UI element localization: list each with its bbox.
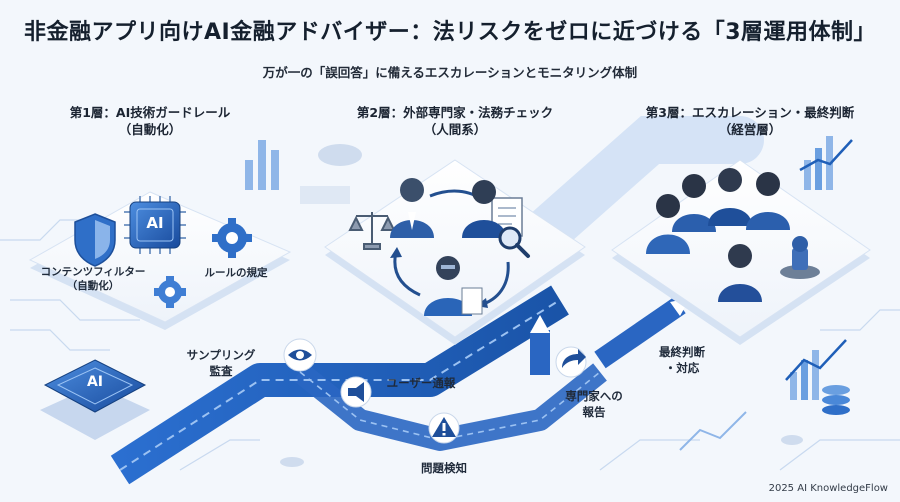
page-subtitle: 万が一の「誤回答」に備えるエスカレーションとモニタリング体制 (262, 65, 638, 80)
layer1-ai-chip-label: AI (146, 214, 164, 232)
circuit-lines (0, 219, 900, 471)
megaphone-icon (340, 376, 372, 408)
layer3-title: 第3層：エスカレーション・最終判断 （経営層） (610, 104, 890, 138)
warning-icon (428, 412, 460, 444)
flow-paths (110, 116, 764, 485)
content-filter-line2: （自動化） (66, 280, 120, 292)
coin-decor (280, 435, 803, 467)
eye-icon (283, 338, 317, 372)
layer2-title-line2: （人間系） (423, 122, 487, 137)
final-judgment-label: 最終判断 ・対応 (646, 344, 718, 376)
layer3-title-line2: （経営層） (718, 122, 782, 137)
layer2-title: 第2層：外部専門家・法務チェック （人間系） (320, 104, 590, 138)
expert-report-label: 専門家への 報告 (554, 388, 634, 420)
sampling-line2: 監査 (209, 364, 233, 378)
layer1-title-line2: （自動化） (118, 122, 182, 137)
gear-icon-small (154, 276, 186, 308)
scales-icon (348, 212, 396, 250)
rules-label: ルールの規定 (204, 267, 268, 279)
sampling-audit-label: サンプリング 監査 (176, 347, 266, 379)
reviewer-person-icon (462, 180, 506, 238)
base-ai-chip-icon (40, 359, 150, 440)
sampling-line1: サンプリング (186, 348, 256, 362)
executives-group (646, 168, 790, 302)
final-line2: ・対応 (664, 361, 700, 375)
issue-detect-label: 問題検知 (421, 461, 467, 475)
base-ai-chip-label: AI (86, 374, 104, 390)
ai-chip-icon (124, 196, 186, 254)
final-line1: 最終判断 (659, 345, 705, 359)
decor-chart-left (245, 140, 362, 204)
expert-line1: 専門家への (565, 389, 623, 403)
magnifier-icon (498, 226, 530, 258)
decor-chart-right (679, 136, 853, 451)
expert-line2: 報告 (582, 405, 606, 419)
layer3-title-line1: 第3層：エスカレーション・最終判断 (645, 105, 855, 120)
user-report-label: ユーザー通報 (386, 376, 456, 390)
shield-icon (74, 213, 116, 267)
forward-arrow-icon (555, 346, 587, 378)
footer-credit: 2025 AI KnowledgeFlow (768, 483, 888, 494)
content-filter-line1: コンテンツフィルター (40, 266, 146, 278)
content-filter-label: コンテンツフィルター （自動化） (28, 265, 158, 293)
layer1-title-line1: 第1層：AI技術ガードレール (69, 105, 231, 120)
layer2-title-line1: 第2層：外部専門家・法務チェック (356, 105, 554, 120)
page-title: 非金融アプリ向けAI金融アドバイザー：法リスクをゼロに近づける「3層運用体制」 (23, 20, 877, 45)
stamp-icon (780, 236, 820, 279)
analyst-person-icon (424, 256, 483, 316)
gear-icon (212, 218, 252, 258)
layer1-title: 第1層：AI技術ガードレール （自動化） (20, 104, 280, 138)
lawyer-person-icon (390, 178, 434, 238)
